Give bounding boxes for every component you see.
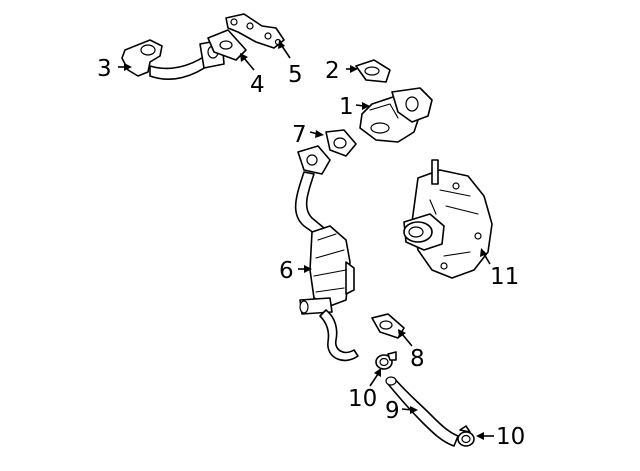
part-coolant-hose	[385, 376, 459, 447]
callout-7: 7	[292, 122, 307, 148]
callout-9: 9	[385, 398, 400, 424]
part-egr-cooler	[294, 145, 359, 362]
callout-10-lower: 10	[496, 424, 525, 450]
part-gasket-2	[355, 59, 391, 83]
callout-11: 11	[490, 264, 519, 290]
callout-4: 4	[250, 72, 265, 98]
callout-2: 2	[325, 58, 340, 84]
part-gasket-4	[207, 29, 247, 61]
callout-6: 6	[279, 258, 294, 284]
callout-1: 1	[339, 94, 354, 120]
callout-labels: 3 4 5 2 1 7 6 8 10 9 10 11	[97, 56, 525, 450]
callout-3: 3	[97, 56, 112, 82]
callout-10-upper: 10	[348, 386, 377, 412]
callout-5: 5	[288, 62, 303, 88]
part-hose-clamp-upper	[375, 351, 397, 370]
part-egr-pipe	[121, 39, 225, 80]
callout-8: 8	[410, 346, 425, 372]
part-gasket-7	[325, 129, 357, 157]
leader-lines	[118, 40, 494, 440]
part-egr-valve	[359, 87, 433, 143]
part-vacuum-pump	[403, 159, 493, 279]
part-hose-clamp-lower	[457, 425, 475, 447]
